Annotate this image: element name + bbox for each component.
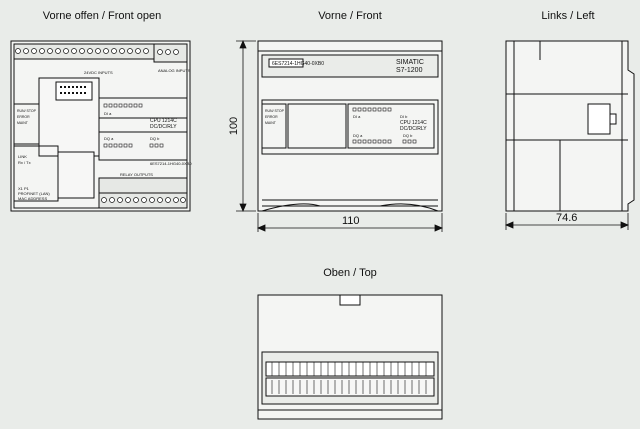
front-open-rxtx-label: Rx / Tx [18,160,31,165]
front-open-view-title: Vorne offen / Front open [42,10,162,22]
front-open-relay-outputs-label: RELAY OUTPUTS [120,172,153,177]
front-dq-b-label: DQ b [403,133,413,138]
front-run-stop-label: RUN/ STOP [265,109,285,113]
front-open-dq-a-label: DQ a [104,136,114,141]
front-open-24vdc-inputs-label: 24VDC INPUTS [84,70,113,75]
depth-dimension-line [504,213,630,230]
top-terminal-ridges [271,362,427,394]
dimension-depth-label: 74.6 [556,212,578,224]
front-open-profinet-label: PROFINET (LAN) [18,191,50,196]
front-open-order-number: 6ES7214-1HG40-0XB0 [150,161,192,166]
front-brand-label: SIMATIC [396,59,424,66]
height-dimension-line [236,39,256,213]
left-housing [505,40,635,212]
front-di-b-label: DI b [400,114,408,119]
front-maint-label: MAINT [265,121,277,125]
front-open-error-label: ERROR [17,115,30,119]
front-model-label: S7-1200 [396,67,423,74]
front-open-top-screws [15,48,179,55]
left-view-title: Links / Left [541,10,595,22]
front-variant-label: DC/DC/RLY [400,126,427,132]
front-open-bottom-screws [101,197,186,203]
front-open-variant-label: DC/DC/RLY [150,124,177,130]
front-open-maint-label: MAINT [17,121,29,125]
front-view-title: Vorne / Front [318,10,382,22]
front-open-dq-b-label: DQ b [150,136,160,141]
front-open-run-stop-label: RUN/ STOP [17,109,37,113]
front-cpu-label: CPU 1214C [400,120,427,126]
front-open-link-label: LINK [18,154,27,159]
front-open-mac-label: MAC ADDRESS [18,196,47,201]
front-open-analog-inputs-label: ANALOG INPUTS [158,68,191,73]
width-dimension-line [256,213,444,232]
front-open-port-label: X1 P1 [18,186,30,191]
front-order-number: 6ES7214-1HG40-0XB0 [272,61,324,67]
front-dq-a-label: DQ a [353,133,363,138]
front-open-cpu-label: CPU 1214C [150,118,177,124]
top-view-title: Oben / Top [323,267,377,279]
front-error-label: ERROR [265,115,278,119]
front-open-di-a-label: DI a [104,111,112,116]
dimension-width-label: 110 [342,215,360,227]
front-di-a-label: DI a [353,114,361,119]
